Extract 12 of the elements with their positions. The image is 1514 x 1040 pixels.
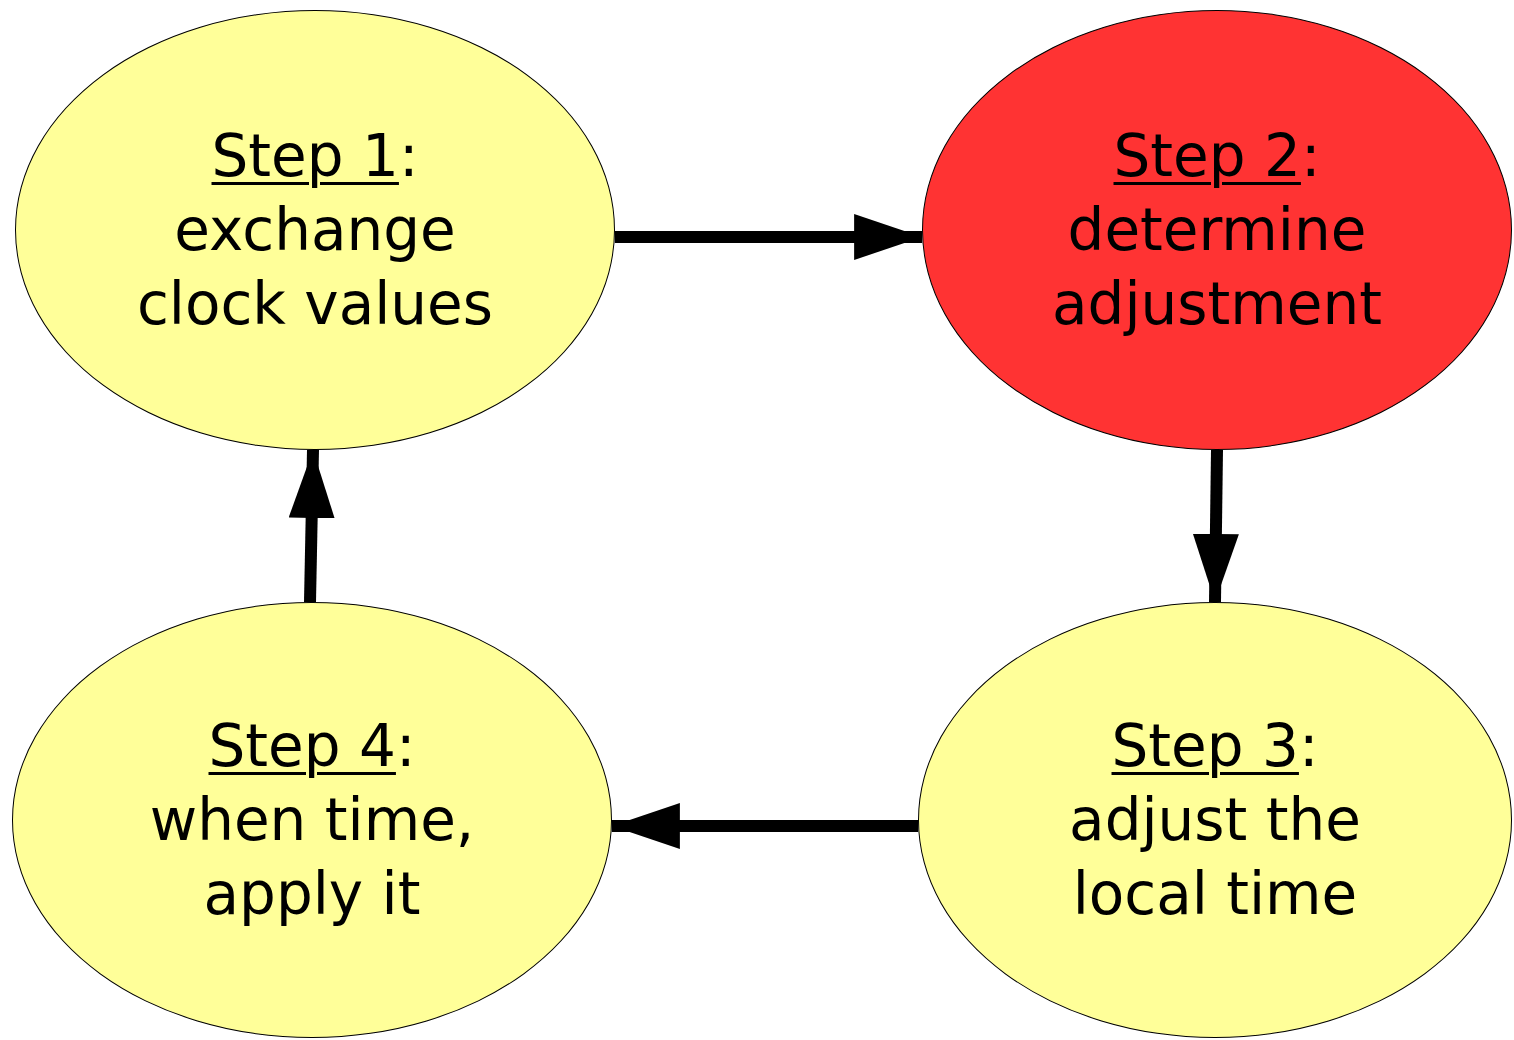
arrow [611, 803, 919, 849]
step-heading: Step 1: [211, 121, 419, 192]
step-description: when time, apply it [148, 785, 476, 930]
arrow [614, 214, 923, 260]
step-heading: Step 3: [1111, 711, 1319, 782]
step-description: adjust the local time [1068, 785, 1362, 930]
step-heading: Step 4: [208, 711, 416, 782]
arrow [1192, 449, 1239, 603]
step-heading: Step 2: [1113, 121, 1321, 192]
arrow [288, 449, 335, 603]
step-description: determine adjustment [1051, 195, 1383, 340]
step-description: exchange clock values [135, 195, 494, 340]
